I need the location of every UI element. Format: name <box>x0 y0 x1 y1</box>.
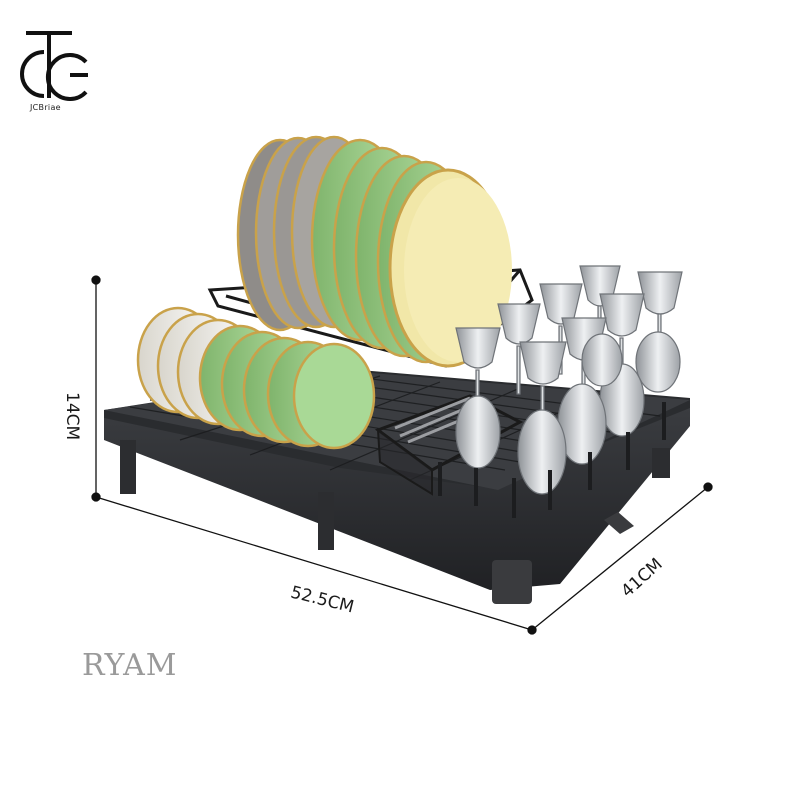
glass-pegs <box>438 402 666 518</box>
wine-glass <box>519 341 567 431</box>
wine-glass <box>497 303 541 395</box>
large-plates <box>236 135 512 368</box>
wine-glasses <box>455 265 683 495</box>
dimension-lines <box>91 275 713 635</box>
brand-name: JCBriae <box>30 103 61 112</box>
jc-monogram-icon <box>20 31 88 101</box>
utensil-holder <box>374 394 524 496</box>
bowls <box>136 306 376 450</box>
watermark-text: RYAM <box>82 648 178 683</box>
wine-glass <box>455 327 501 415</box>
height-dimension-label: 14CM <box>62 392 82 441</box>
